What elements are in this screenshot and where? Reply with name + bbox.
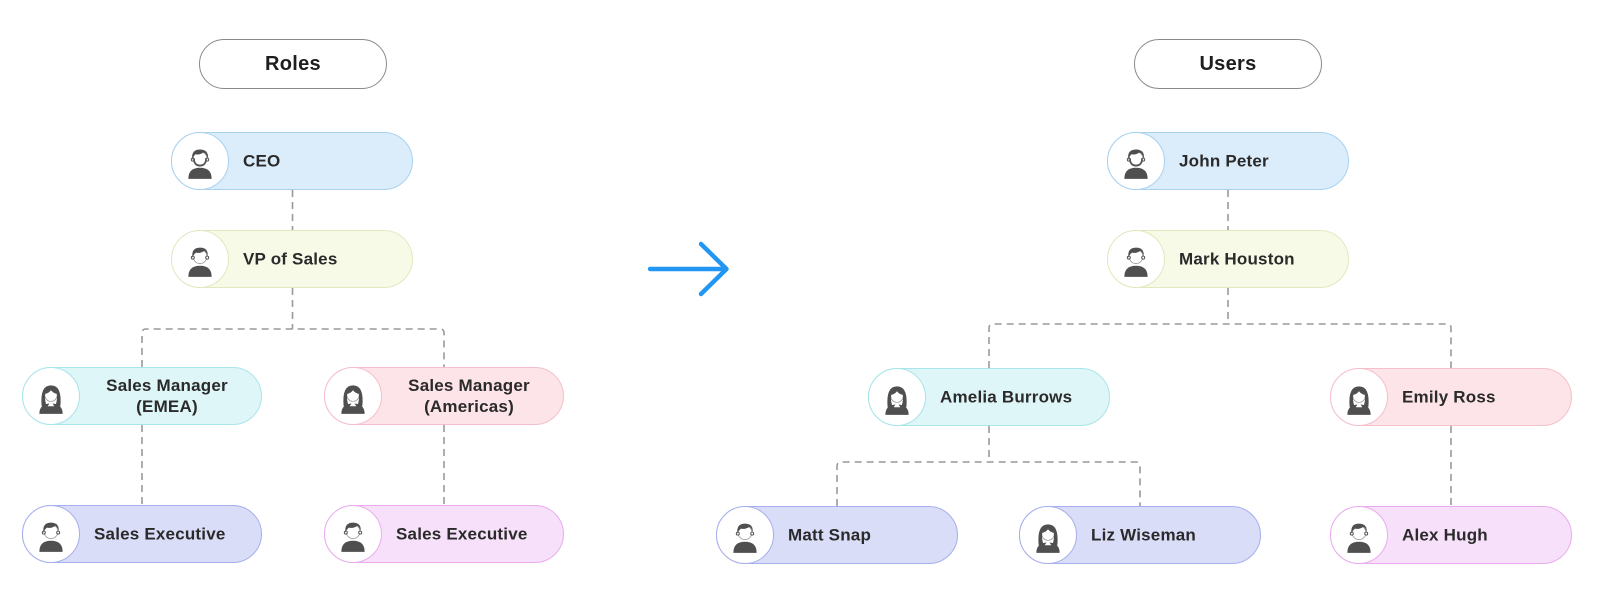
male-beard-avatar-icon — [1106, 131, 1165, 190]
node-label: Mark Houston — [1179, 249, 1295, 269]
transform-arrow-icon — [647, 241, 729, 297]
user-node-amelia-burrows[interactable]: Amelia Burrows — [867, 367, 1110, 426]
role-node-sales-executive-west[interactable]: Sales Executive — [21, 504, 262, 563]
male-avatar-icon — [1329, 505, 1388, 564]
female-avatar-icon — [323, 366, 382, 425]
role-node-sales-manager-americas[interactable]: Sales Manager (Americas) — [323, 366, 564, 425]
node-label: Liz Wiseman — [1091, 525, 1197, 545]
roles-chart-title-label: Roles — [265, 52, 321, 75]
female-avatar-icon — [1018, 505, 1077, 564]
user-node-liz-wiseman[interactable]: Liz Wiseman — [1018, 505, 1261, 564]
male-avatar-icon — [1106, 229, 1165, 288]
node-label: John Peter — [1179, 151, 1269, 171]
connector — [988, 323, 1452, 368]
role-node-vp-of-sales[interactable]: VP of Sales — [170, 229, 413, 288]
role-node-ceo[interactable]: CEO — [170, 131, 413, 190]
female-avatar-icon — [1329, 367, 1388, 426]
node-label: Emily Ross — [1402, 387, 1496, 407]
roles-chart-title: Roles — [199, 39, 387, 89]
node-label: Amelia Burrows — [940, 387, 1073, 407]
user-node-mark-houston[interactable]: Mark Houston — [1106, 229, 1349, 288]
node-label: Sales Manager (Americas) — [408, 376, 530, 416]
users-chart-title: Users — [1134, 39, 1322, 89]
node-label: Sales Executive — [94, 524, 226, 544]
user-node-alex-hugh[interactable]: Alex Hugh — [1329, 505, 1572, 564]
users-chart-title-label: Users — [1199, 52, 1257, 75]
node-label: Matt Snap — [788, 525, 872, 545]
role-node-sales-executive-east[interactable]: Sales Executive — [323, 504, 564, 563]
male-avatar-icon — [170, 229, 229, 288]
node-label: Alex Hugh — [1402, 525, 1488, 545]
node-label: Sales Executive — [396, 524, 528, 544]
male-beard-avatar-icon — [170, 131, 229, 190]
female-avatar-icon — [867, 367, 926, 426]
node-label: CEO — [243, 151, 281, 171]
user-node-emily-ross[interactable]: Emily Ross — [1329, 367, 1572, 426]
male-avatar-icon — [715, 505, 774, 564]
male-avatar-icon — [323, 504, 382, 563]
connector — [836, 461, 1141, 506]
user-node-matt-snap[interactable]: Matt Snap — [715, 505, 958, 564]
role-node-sales-manager-emea[interactable]: Sales Manager (EMEA) — [21, 366, 262, 425]
node-label: VP of Sales — [243, 249, 338, 269]
female-avatar-icon — [21, 366, 80, 425]
connector — [141, 328, 445, 367]
male-avatar-icon — [21, 504, 80, 563]
user-node-john-peter[interactable]: John Peter — [1106, 131, 1349, 190]
node-label: Sales Manager (EMEA) — [106, 376, 228, 416]
